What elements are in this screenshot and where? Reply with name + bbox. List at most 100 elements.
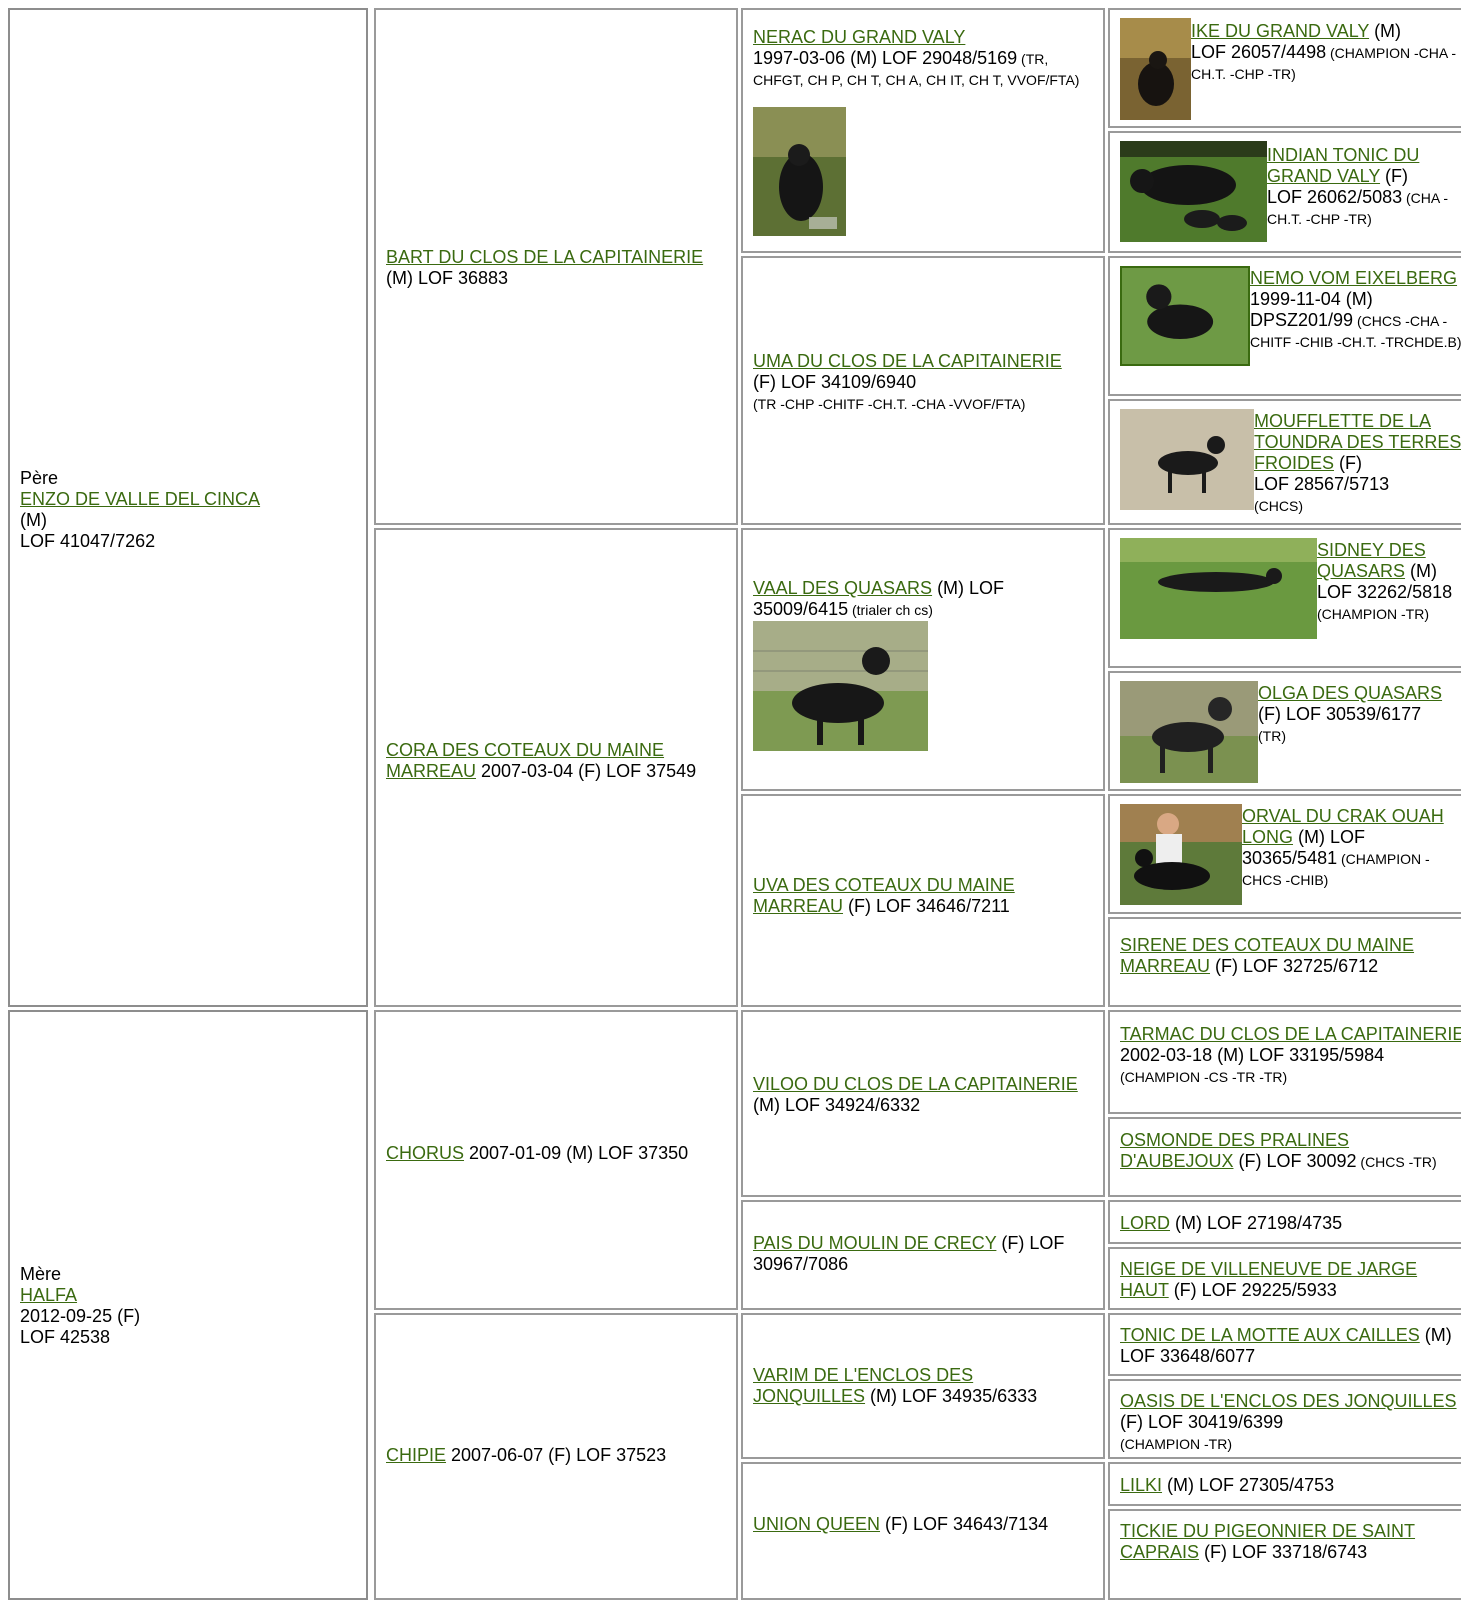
- dog-link[interactable]: UVA DES COTEAUX DU MAINE MARREAU: [753, 875, 1015, 916]
- dog-photo[interactable]: [1120, 141, 1267, 242]
- dog-link[interactable]: NEIGE DE VILLENEUVE DE JARGE HAUT: [1120, 1259, 1418, 1300]
- titles: (CHAMPION -CHCS -CHIB): [1242, 851, 1430, 888]
- lof-number: LOF 41047/7262: [20, 531, 156, 551]
- dog-info: (F) LOF 33718/6743: [1199, 1542, 1368, 1562]
- dog-link[interactable]: UNION QUEEN: [753, 1514, 881, 1534]
- dog-link[interactable]: LILKI: [1120, 1475, 1163, 1495]
- pedigree-cell-mere: Mère HALFA 2012-09-25 (F) LOF 42538: [8, 1010, 368, 1600]
- dog-photo[interactable]: [1120, 804, 1242, 905]
- dog-sex: (M): [1405, 561, 1438, 581]
- dog-info: (M) LOF 33648/6077: [1120, 1325, 1452, 1366]
- dog-link[interactable]: TONIC DE LA MOTTE AUX CAILLES: [1120, 1325, 1420, 1345]
- titles: (CHAMPION -TR): [1317, 606, 1429, 622]
- dog-info: (F) LOF 30539/6177: [1258, 704, 1422, 724]
- dog-link-halfa[interactable]: HALFA: [20, 1285, 78, 1305]
- titles: (CHCS -CHA -CHITF -CHIB -CH.T. -TRCHDE.B…: [1250, 313, 1461, 350]
- titles: (CHCS -TR): [1356, 1154, 1437, 1170]
- pedigree-cell-g4-10: OSMONDE DES PRALINES D'AUBEJOUX (F) LOF …: [1108, 1117, 1461, 1197]
- dog-info: (M) LOF 34924/6332: [753, 1095, 921, 1115]
- titles: (TR -CHP -CHITF -CH.T. -CHA -VVOF/FTA): [753, 396, 1026, 412]
- titles: (trialer ch cs): [848, 602, 933, 618]
- dog-sex: (F): [1380, 166, 1409, 186]
- dog-sex: (F): [1334, 453, 1362, 473]
- dog-info: (F) LOF 30419/6399: [1120, 1412, 1284, 1432]
- dog-info: (F) LOF 34646/7211: [843, 896, 1010, 916]
- pedigree-cell-g2-3: CHORUS 2007-01-09 (M) LOF 37350: [374, 1010, 738, 1310]
- dog-info: 2007-01-09 (M) LOF 37350: [464, 1143, 689, 1163]
- dog-photo[interactable]: [753, 621, 928, 751]
- dog-link[interactable]: CHIPIE: [386, 1445, 447, 1465]
- dog-sex: (M) LOF: [1293, 827, 1366, 847]
- pedigree-cell-g3-6: PAIS DU MOULIN DE CRECY (F) LOF 30967/70…: [741, 1200, 1105, 1310]
- dog-link[interactable]: NEMO VOM EIXELBERG: [1250, 268, 1458, 288]
- dog-link[interactable]: VARIM DE L'ENCLOS DES JONQUILLES: [753, 1365, 974, 1406]
- dog-info: 30365/5481: [1242, 848, 1338, 868]
- dog-link[interactable]: IKE DU GRAND VALY: [1191, 21, 1370, 41]
- dog-info: (F) LOF 30092: [1233, 1151, 1357, 1171]
- dog-info: LOF 26062/5083: [1267, 187, 1403, 207]
- dog-info: 2007-06-07 (F) LOF 37523: [446, 1445, 667, 1465]
- pedigree-cell-g4-4: MOUFFLETTE DE LA TOUNDRA DES TERRES FROI…: [1108, 399, 1461, 525]
- dog-info: (M) LOF 27198/4735: [1170, 1213, 1343, 1233]
- dog-info: 2002-03-18 (M) LOF 33195/5984: [1120, 1045, 1385, 1065]
- dog-link[interactable]: CORA DES COTEAUX DU MAINE MARREAU: [386, 740, 665, 781]
- dog-info: (M) LOF 34935/6333: [865, 1386, 1038, 1406]
- dog-photo[interactable]: [1120, 266, 1250, 366]
- sex-label: (M): [20, 510, 47, 530]
- pedigree-cell-g4-5: SIDNEY DES QUASARS (M)LOF 32262/5818 (CHA…: [1108, 528, 1461, 668]
- pedigree-cell-g4-16: TICKIE DU PIGEONNIER DE SAINT CAPRAIS (F…: [1108, 1509, 1461, 1600]
- dog-photo[interactable]: [1120, 538, 1317, 639]
- dog-link[interactable]: TICKIE DU PIGEONNIER DE SAINT CAPRAIS: [1120, 1521, 1416, 1562]
- dog-info: (M) LOF 36883: [386, 268, 509, 288]
- titles: (CHAMPION -CS -TR -TR): [1120, 1069, 1288, 1085]
- role-label: Mère: [20, 1264, 62, 1284]
- dog-link[interactable]: VILOO DU CLOS DE LA CAPITAINERIE: [753, 1074, 1078, 1094]
- titles: (CHAMPION -TR): [1120, 1436, 1232, 1452]
- dog-link[interactable]: BART DU CLOS DE LA CAPITAINERIE: [386, 247, 704, 267]
- titles: (TR, CHFGT, CH P, CH T, CH A, CH IT, CH …: [753, 51, 1080, 88]
- pedigree-cell-g4-2: INDIAN TONIC DU GRAND VALY (F)LOF 26062/…: [1108, 131, 1461, 253]
- pedigree-cell-g4-15: LILKI (M) LOF 27305/4753: [1108, 1462, 1461, 1506]
- role-label: Père: [20, 468, 59, 488]
- dog-link[interactable]: ORVAL DU CRAK OUAH LONG: [1242, 806, 1444, 847]
- pedigree-cell-g2-4: CHIPIE 2007-06-07 (F) LOF 37523: [374, 1313, 738, 1600]
- dog-photo[interactable]: [753, 107, 846, 236]
- dog-info: 1999-11-04 (M) DPSZ201/99: [1250, 289, 1373, 330]
- pedigree-cell-g3-4: UVA DES COTEAUX DU MAINE MARREAU (F) LOF…: [741, 794, 1105, 1007]
- dog-link[interactable]: CHORUS: [386, 1143, 465, 1163]
- dog-link[interactable]: UMA DU CLOS DE LA CAPITAINERIE: [753, 351, 1062, 371]
- dog-info: LOF 32262/5818: [1317, 582, 1453, 602]
- dog-info: LOF 28567/5713: [1254, 474, 1390, 494]
- dog-link[interactable]: PAIS DU MOULIN DE CRECY: [753, 1233, 997, 1253]
- titles: (TR): [1258, 728, 1286, 744]
- dog-info: 1997-03-06 (M) LOF 29048/5169: [753, 48, 1018, 68]
- dog-link[interactable]: SIDNEY DES QUASARS: [1317, 540, 1426, 581]
- pedigree-cell-g4-13: TONIC DE LA MOTTE AUX CAILLES (M) LOF 33…: [1108, 1313, 1461, 1376]
- dog-link[interactable]: NERAC DU GRAND VALY: [753, 27, 966, 47]
- dog-link[interactable]: LORD: [1120, 1213, 1171, 1233]
- dog-link[interactable]: OSMONDE DES PRALINES D'AUBEJOUX: [1120, 1130, 1350, 1171]
- dog-link[interactable]: MOUFFLETTE DE LA TOUNDRA DES TERRES FROI…: [1254, 411, 1461, 473]
- pedigree-cell-g3-7: VARIM DE L'ENCLOS DES JONQUILLES (M) LOF…: [741, 1313, 1105, 1459]
- dog-link[interactable]: SIRENE DES COTEAUX DU MAINE MARREAU: [1120, 935, 1415, 976]
- dog-link[interactable]: OLGA DES QUASARS: [1258, 683, 1443, 703]
- dog-photo[interactable]: [1120, 18, 1191, 120]
- dog-info: (F) LOF 34643/7134: [880, 1514, 1049, 1534]
- dog-link-enzo[interactable]: ENZO DE VALLE DEL CINCA: [20, 489, 261, 509]
- pedigree-cell-g4-1: IKE DU GRAND VALY (M)LOF 26057/4498 (CHA…: [1108, 8, 1461, 128]
- dog-link[interactable]: OASIS DE L'ENCLOS DES JONQUILLES: [1120, 1391, 1457, 1411]
- dog-link[interactable]: TARMAC DU CLOS DE LA CAPITAINERIE: [1120, 1024, 1461, 1044]
- dog-link[interactable]: INDIAN TONIC DU GRAND VALY: [1267, 145, 1420, 186]
- dog-photo[interactable]: [1120, 681, 1258, 783]
- titles: (CHA -CH.T. -CHP -TR): [1267, 190, 1448, 227]
- pedigree-cell-g4-9: TARMAC DU CLOS DE LA CAPITAINERIE 2002-0…: [1108, 1010, 1461, 1114]
- dog-photo[interactable]: [1120, 409, 1254, 510]
- pedigree-cell-g4-14: OASIS DE L'ENCLOS DES JONQUILLES (F) LOF…: [1108, 1379, 1461, 1459]
- pedigree-cell-g3-1: NERAC DU GRAND VALY 1997-03-06 (M) LOF 2…: [741, 8, 1105, 253]
- dog-link[interactable]: VAAL DES QUASARS: [753, 578, 933, 598]
- lof-number: LOF 42538: [20, 1327, 111, 1347]
- pedigree-cell-g3-3: VAAL DES QUASARS (M) LOF 35009/6415 (tri…: [741, 528, 1105, 791]
- pedigree-cell-pere: Père ENZO DE VALLE DEL CINCA (M) LOF 410…: [8, 8, 368, 1007]
- pedigree-cell-g4-11: LORD (M) LOF 27198/4735: [1108, 1200, 1461, 1244]
